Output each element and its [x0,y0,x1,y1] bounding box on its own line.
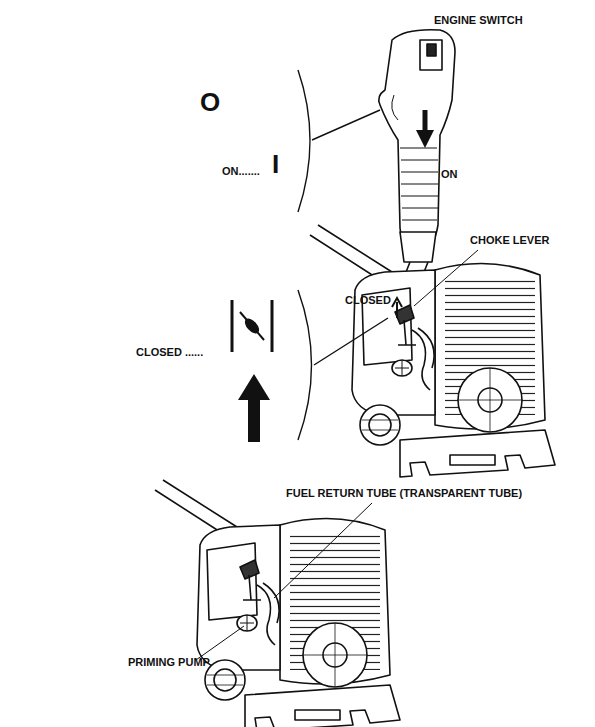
part-name: CHOKE LEVER [470,234,549,246]
part-name: FUEL RETURN TUBE (TRANSPARENT TUBE) [286,487,522,499]
position-label: CLOSED [345,294,391,306]
switch-symbol: O [200,88,220,117]
switch-symbol: I [272,150,279,179]
position-label: CLOSED ...... [136,346,203,358]
part-name: PRIMING PUMP [128,656,210,668]
part-name: ENGINE SWITCH [434,14,523,26]
direction-label: ON [441,168,458,180]
position-label: ON....... [222,165,260,177]
